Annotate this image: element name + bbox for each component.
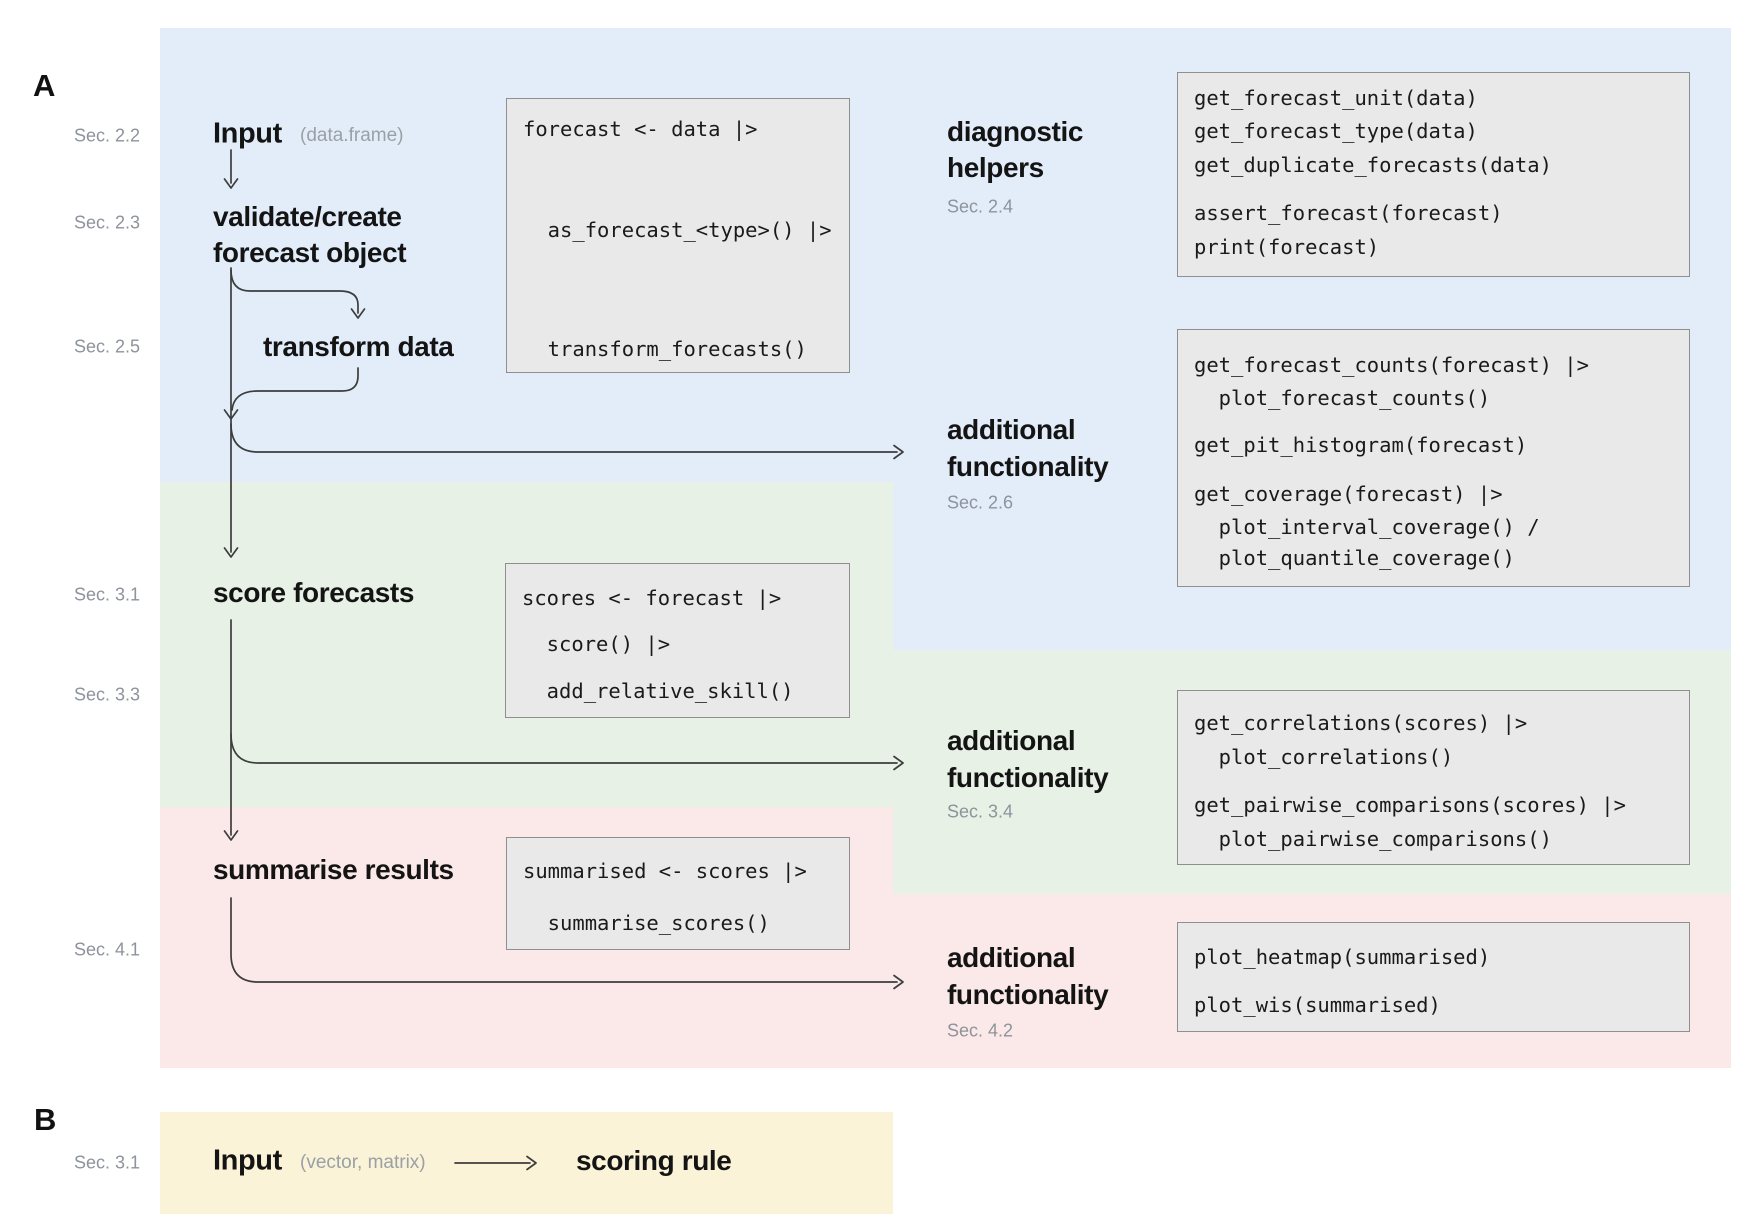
code-line: get_duplicate_forecasts(data) [1194, 153, 1552, 177]
section-label-3-4: Sec. 3.4 [947, 801, 1014, 822]
flow-step-validate-line1: validate/create [213, 201, 402, 232]
code-box-additional-green: get_correlations(scores) |> plot_correla… [1177, 690, 1690, 865]
arrowhead-down-icon [223, 178, 239, 189]
branch-transform-return [231, 367, 359, 411]
flow-step-validate-line2: forecast object [213, 237, 407, 268]
flow-step-summarise: summarise results [213, 854, 454, 885]
code-line: plot_interval_coverage() / [1194, 515, 1540, 539]
arrowhead-right-icon [893, 755, 904, 771]
code-box-additional-blue: get_forecast_counts(forecast) |> plot_fo… [1177, 329, 1690, 587]
section-label-4-1: Sec. 4.1 [73, 939, 140, 960]
code-box-validate-pipeline: forecast <- data |> as_forecast_<type>()… [506, 98, 850, 373]
panel-b-label: B [34, 1102, 57, 1137]
code-line: get_forecast_counts(forecast) |> [1194, 353, 1589, 377]
code-line: scores <- forecast |> [522, 586, 782, 610]
code-line: summarised <- scores |> [523, 859, 807, 883]
code-line: plot_forecast_counts() [1194, 386, 1491, 410]
code-line: print(forecast) [1194, 235, 1380, 259]
arrow-to-additional-pink [230, 897, 898, 983]
code-line: get_pit_histogram(forecast) [1194, 433, 1528, 457]
panel-b-scoring-rule: scoring rule [576, 1145, 732, 1176]
code-line: get_coverage(forecast) |> [1194, 482, 1503, 506]
code-line: get_forecast_type(data) [1194, 119, 1478, 143]
code-line: score() |> [522, 632, 671, 656]
code-line: transform_forecasts() [523, 337, 807, 361]
code-line: plot_pairwise_comparisons() [1194, 827, 1552, 851]
label-additional-functionality-pink-line2: functionality [947, 979, 1109, 1010]
code-line: forecast <- data |> [523, 117, 758, 141]
section-label-2-6: Sec. 2.6 [947, 492, 1014, 513]
code-box-score-pipeline: scores <- forecast |> score() |> add_rel… [505, 563, 850, 718]
code-line: plot_correlations() [1194, 745, 1454, 769]
arrowhead-right-icon [526, 1155, 537, 1171]
flow-step-transform: transform data [263, 331, 454, 362]
flow-input-type: (data.frame) [300, 125, 404, 146]
label-additional-functionality-pink-line1: additional [947, 942, 1076, 973]
section-label-2-5: Sec. 2.5 [73, 336, 140, 357]
arrowhead-down-icon [223, 409, 239, 420]
code-line: summarise_scores() [523, 911, 770, 935]
arrowhead-right-icon [893, 974, 904, 990]
code-line: plot_heatmap(summarised) [1194, 945, 1491, 969]
arrowhead-down-icon [223, 830, 239, 841]
label-diagnostic-helpers-line1: diagnostic [947, 116, 1084, 147]
code-line: get_pairwise_comparisons(scores) |> [1194, 793, 1626, 817]
arrow-to-additional-green [230, 733, 898, 764]
code-line: as_forecast_<type>() |> [523, 218, 832, 242]
arrowhead-down-icon [350, 308, 366, 319]
section-label-3-1: Sec. 3.1 [73, 584, 140, 605]
section-label-3-3: Sec. 3.3 [73, 684, 140, 705]
flow-step-input: Input [213, 117, 282, 150]
panel-a-label: A [33, 68, 56, 103]
label-additional-functionality-green-line1: additional [947, 725, 1076, 756]
label-additional-functionality-blue-line1: additional [947, 414, 1076, 445]
section-label-b-3-1: Sec. 3.1 [73, 1152, 140, 1173]
code-box-additional-pink: plot_heatmap(summarised) plot_wis(summar… [1177, 922, 1690, 1032]
label-additional-functionality-green-line2: functionality [947, 762, 1109, 793]
code-line: get_correlations(scores) |> [1194, 711, 1528, 735]
code-line: assert_forecast(forecast) [1194, 201, 1503, 225]
code-line: plot_wis(summarised) [1194, 993, 1441, 1017]
arrowhead-down-icon [223, 547, 239, 558]
branch-to-transform [230, 269, 359, 314]
code-line: add_relative_skill() [522, 679, 794, 703]
flow-step-score: score forecasts [213, 577, 415, 608]
code-line: get_forecast_unit(data) [1194, 86, 1478, 110]
label-additional-functionality-blue-line2: functionality [947, 451, 1109, 482]
arrow-to-additional-blue [230, 423, 898, 453]
code-line: plot_quantile_coverage() [1194, 546, 1515, 570]
panel-b-input-type: (vector, matrix) [300, 1152, 426, 1173]
section-label-2-2: Sec. 2.2 [73, 125, 140, 146]
code-box-summarise-pipeline: summarised <- scores |> summarise_scores… [506, 837, 850, 950]
label-diagnostic-helpers-line2: helpers [947, 152, 1044, 183]
section-label-4-2: Sec. 4.2 [947, 1020, 1014, 1041]
panel-b-input: Input [213, 1144, 282, 1177]
section-label-2-3: Sec. 2.3 [73, 212, 140, 233]
code-box-diagnostic-helpers: get_forecast_unit(data) get_forecast_typ… [1177, 72, 1690, 277]
section-label-2-4: Sec. 2.4 [947, 196, 1014, 217]
arrowhead-right-icon [893, 444, 904, 460]
